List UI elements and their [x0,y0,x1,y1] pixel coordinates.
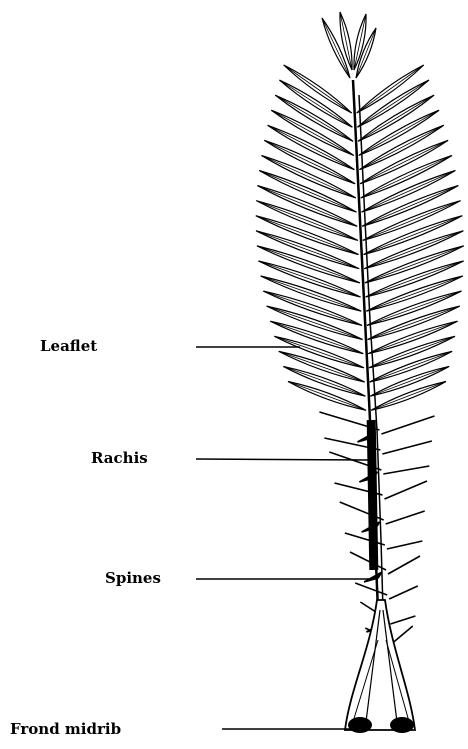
spine-right [383,466,429,474]
spine-right [389,586,418,599]
spine-right [391,626,413,644]
spine-right [386,511,425,524]
spine-right [381,416,434,434]
leaflet-right-vein [371,382,446,411]
leaflet-left-vein [267,306,363,339]
spine-right [382,441,432,454]
callout-line-rachis [196,459,368,460]
spine-left [350,552,386,570]
spine-barb [364,572,382,582]
label-rachis: Rachis [91,451,148,466]
midrib-base-shading [390,717,414,733]
leaflets-left [256,18,366,410]
rachis-dark-segment [367,420,379,570]
spine-left [345,533,385,545]
leaflet-left-vein [270,321,363,353]
spine-right [388,556,420,574]
leaflet-right-vein [367,291,462,325]
label-spines: Spines [105,571,161,586]
leaflet-top-vein [356,28,376,78]
spine-right [387,541,423,549]
label-frond-midrib: Frond midrib [10,722,121,737]
midrib-base-shading [348,717,372,733]
label-leaflet: Leaflet [40,339,97,354]
spine-right [390,616,415,624]
spine-right [385,481,428,499]
